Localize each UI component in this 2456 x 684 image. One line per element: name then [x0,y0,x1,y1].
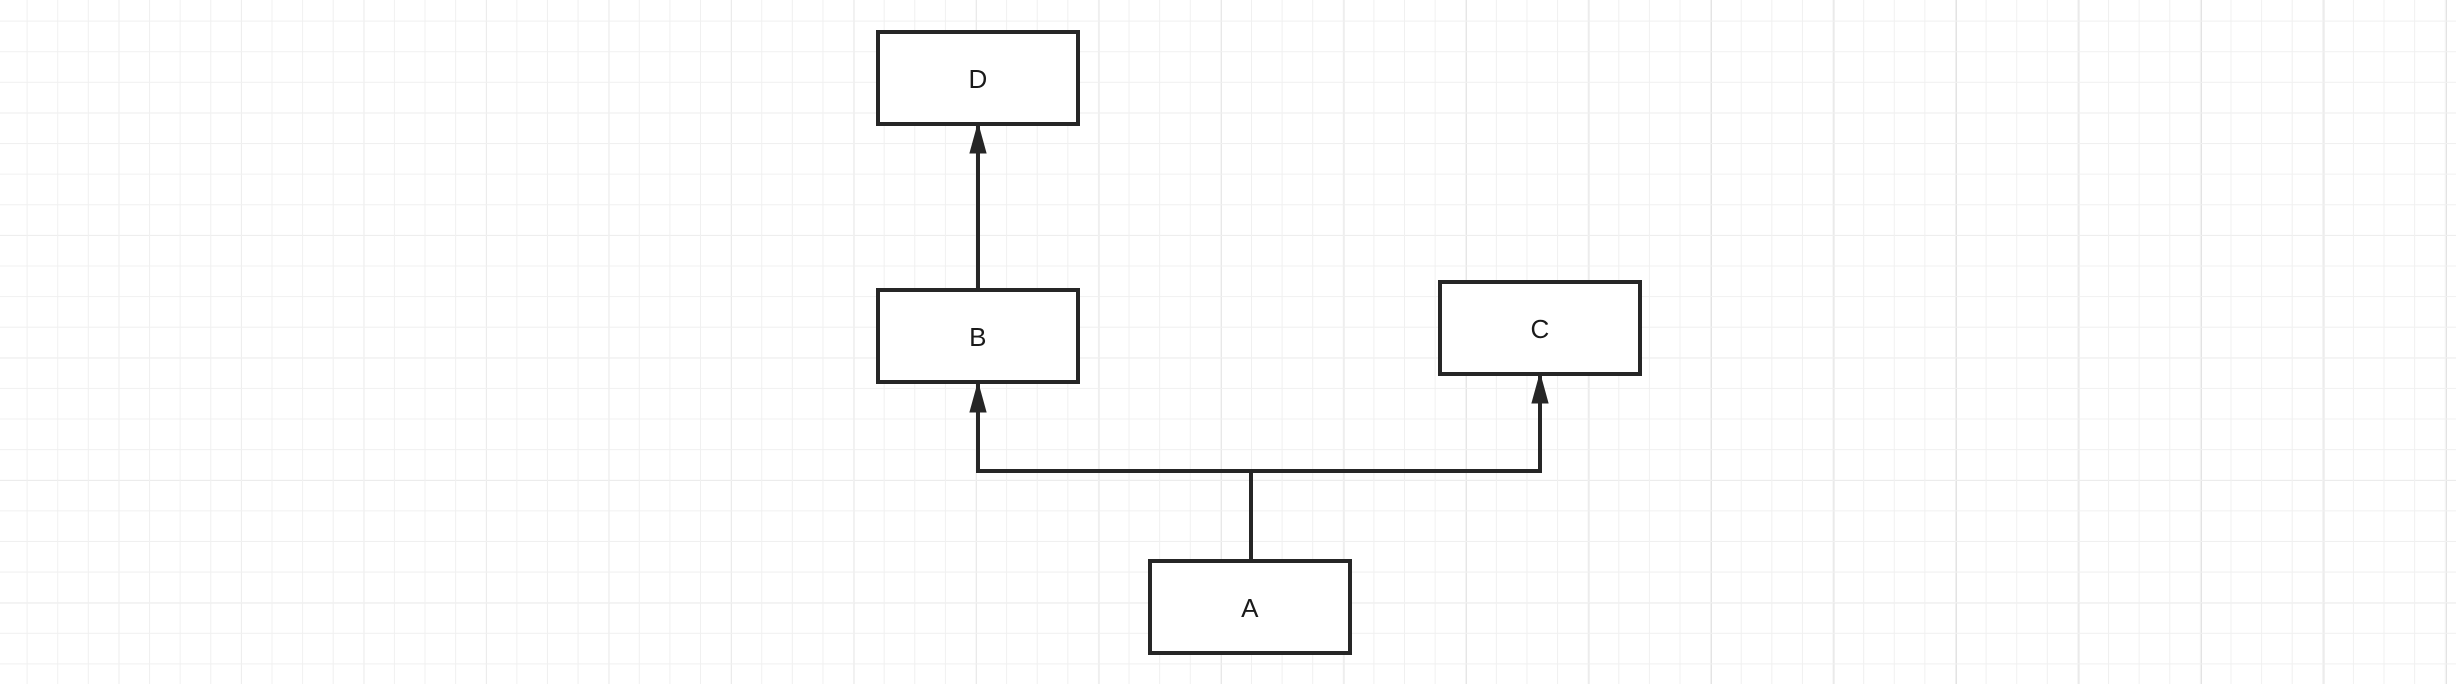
edge-a-to-c-arrowhead [1531,372,1549,404]
edge-a-to-b-arrowhead [969,381,987,413]
edge-b-to-d[interactable] [969,122,987,290]
node-b[interactable]: B [876,288,1080,384]
edge-a-to-c[interactable] [1249,372,1549,561]
edge-b-to-d-arrowhead [969,122,987,154]
node-c-label: C [1530,314,1549,344]
edge-a-to-c-line[interactable] [1249,374,1542,561]
node-c[interactable]: C [1438,280,1642,376]
node-a-label: A [1241,593,1259,623]
edge-a-to-b[interactable] [969,381,1253,561]
node-d-box[interactable] [876,30,1080,126]
edge-layer [969,122,1549,561]
node-a-box[interactable] [1148,559,1352,655]
node-b-label: B [969,322,987,352]
node-layer: D B C A [876,30,1642,655]
node-d-label: D [968,64,987,94]
node-d[interactable]: D [876,30,1080,126]
node-b-box[interactable] [876,288,1080,384]
node-a[interactable]: A [1148,559,1352,655]
node-c-box[interactable] [1438,280,1642,376]
edge-a-to-b-line[interactable] [976,383,1253,561]
